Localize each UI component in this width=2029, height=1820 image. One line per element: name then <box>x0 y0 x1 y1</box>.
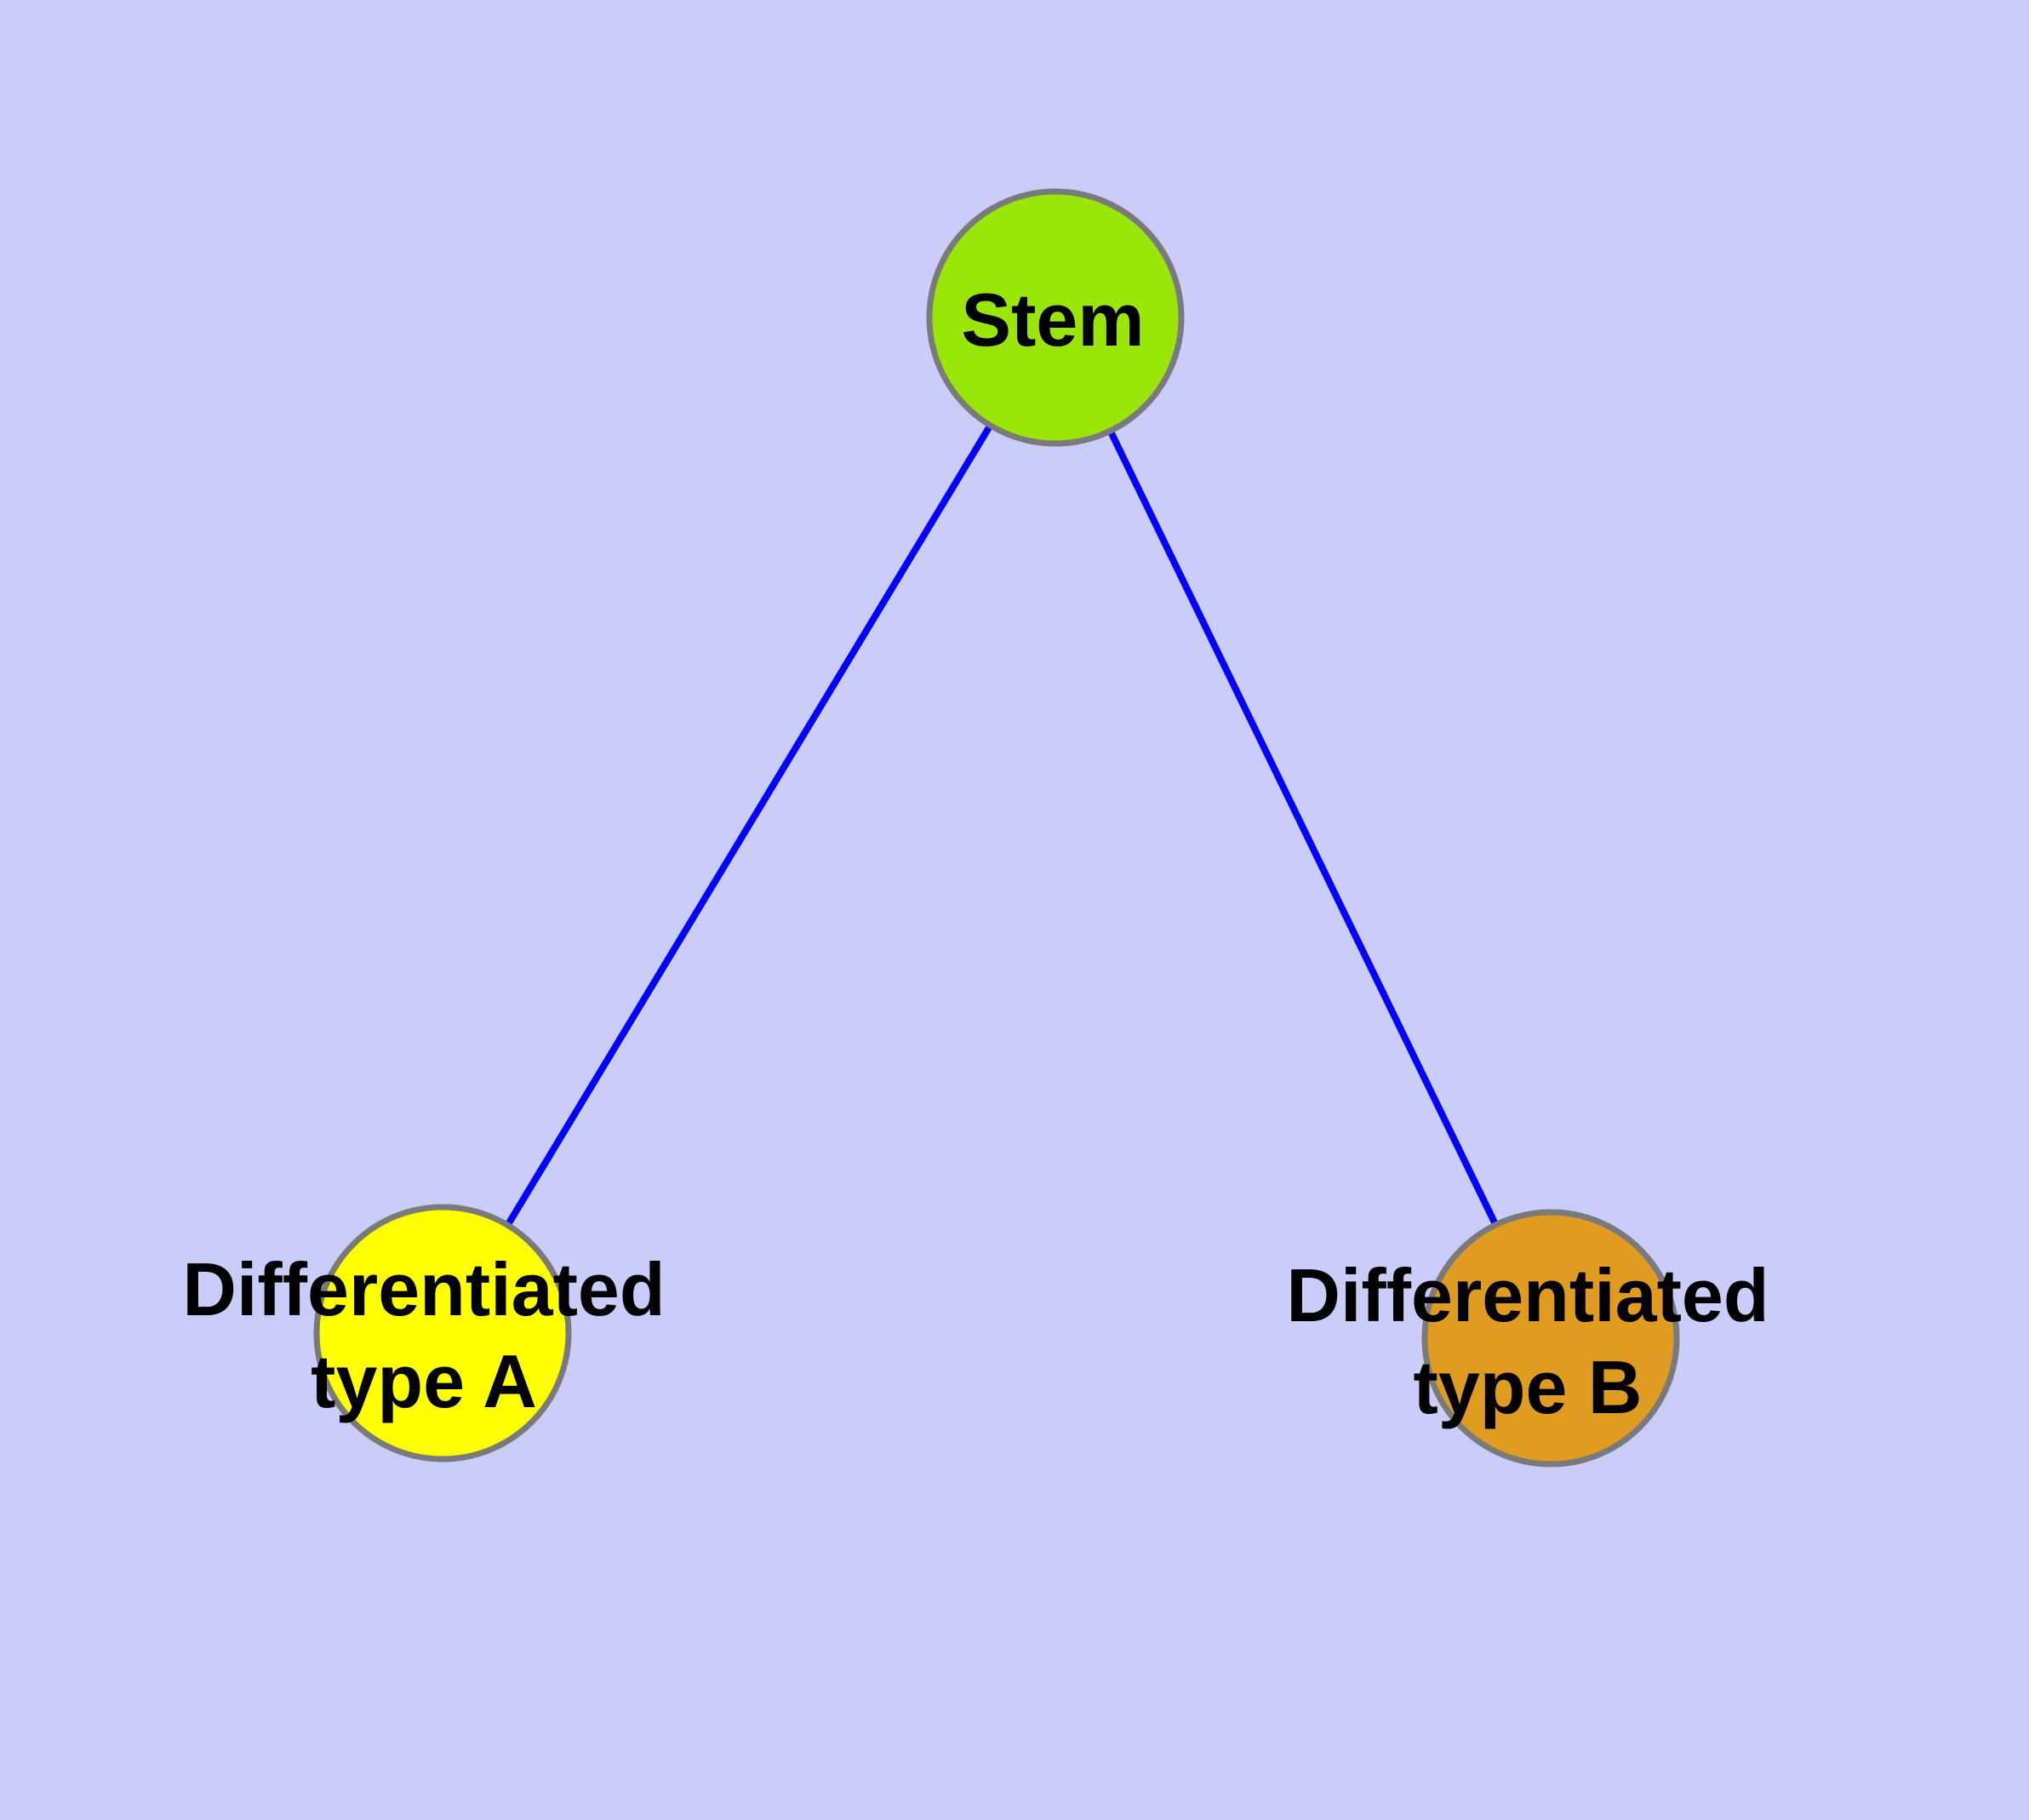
node-stem-circle <box>926 188 1185 447</box>
node-stem-label: Stem <box>961 278 1145 362</box>
node-type-a-label: Differentiated type A <box>182 1247 666 1423</box>
edge-stem-to-type-b <box>1052 316 1554 1340</box>
node-type-b-circle <box>1421 1209 1680 1468</box>
node-type-b-label: Differentiated type B <box>1286 1253 1769 1429</box>
edge-stem-to-type-a <box>439 315 1059 1336</box>
node-type-a-circle <box>313 1204 572 1462</box>
